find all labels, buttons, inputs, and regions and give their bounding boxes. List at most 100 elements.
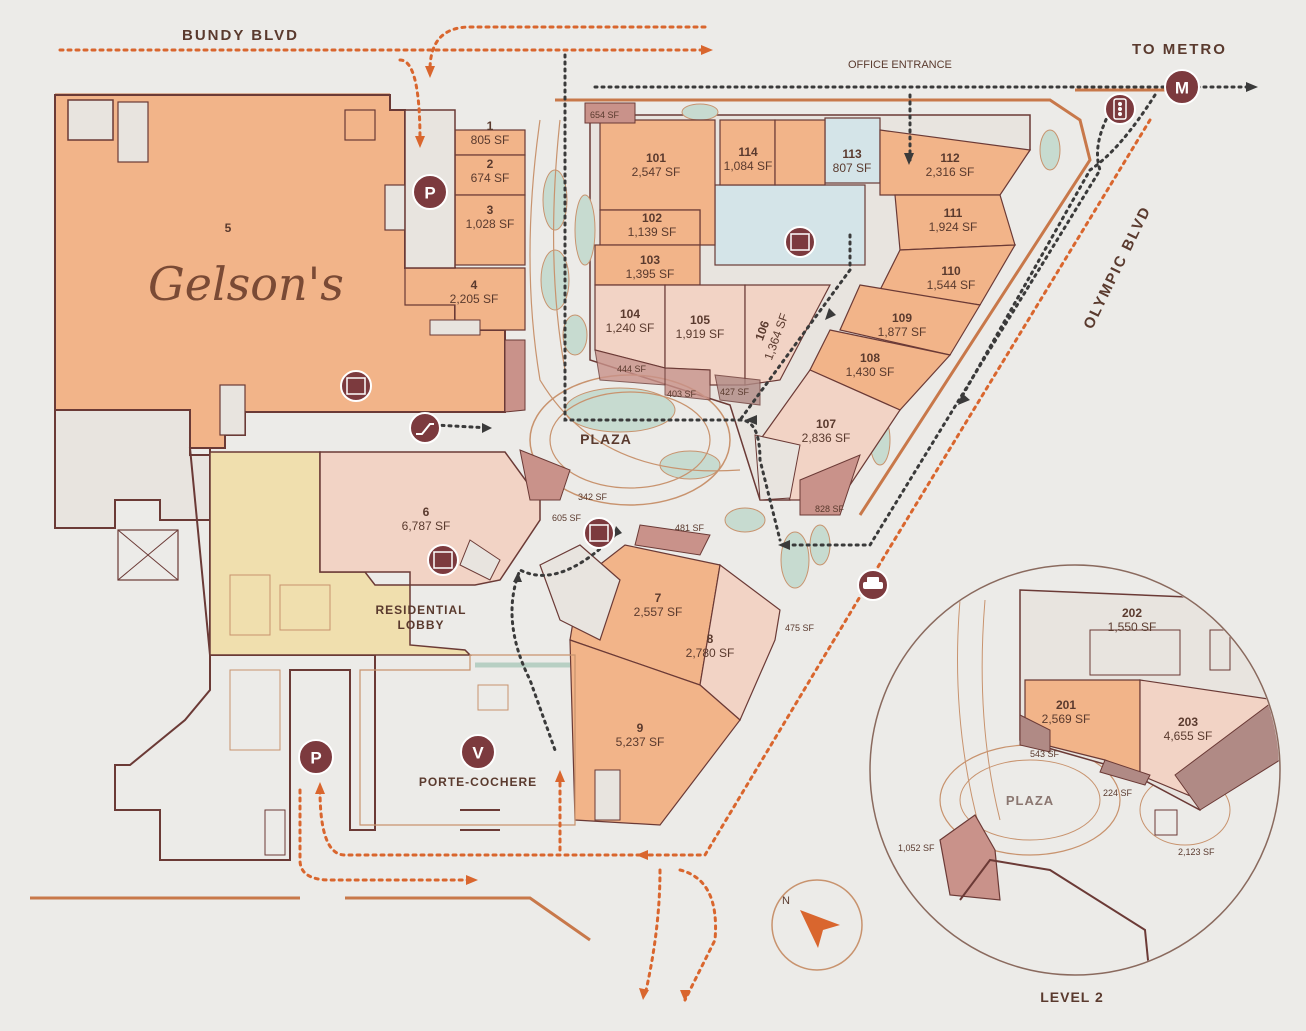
level2-inset <box>869 564 1281 976</box>
unit-4-number: 4 <box>471 278 478 292</box>
parking-marker-south[interactable]: P <box>298 739 334 775</box>
unit-6-number: 6 <box>423 505 430 519</box>
unit-6-sf: 6,787 SF <box>402 519 451 533</box>
unit-107-number: 107 <box>816 417 836 431</box>
unit-7-sf: 2,557 SF <box>634 605 683 619</box>
unit-4-sf: 2,205 SF <box>450 292 499 306</box>
unit-114-number: 114 <box>738 145 758 159</box>
office-entrance-label: OFFICE ENTRANCE <box>848 59 952 71</box>
rideshare-car-icon <box>857 569 889 601</box>
small-space-labels: 654 SF 444 SF 403 SF 427 SF 342 SF 605 S… <box>552 110 845 633</box>
svg-text:V: V <box>472 744 484 763</box>
unit-201-number: 201 <box>1056 698 1076 712</box>
unit-6[interactable] <box>319 451 541 586</box>
unit-203-number: 203 <box>1178 715 1198 729</box>
space-605-label: 605 SF <box>552 513 582 523</box>
space-654-label: 654 SF <box>590 110 620 120</box>
unit-5-number: 5 <box>225 221 232 235</box>
unit-202-sf: 1,550 SF <box>1108 620 1157 634</box>
office-units[interactable] <box>584 102 1032 516</box>
unit-3-sf: 1,028 SF <box>466 217 515 231</box>
parking-marker-north[interactable]: P <box>412 174 448 210</box>
space-543-label: 543 SF <box>1030 749 1060 759</box>
plaza-l2-label: PLAZA <box>1006 793 1054 808</box>
unit-1-number: 1 <box>487 119 494 133</box>
gelsons-logo: Gelson's <box>148 257 344 311</box>
street-to-metro: TO METRO <box>1132 41 1227 58</box>
plaza-label: PLAZA <box>580 431 632 447</box>
unit-8-sf: 2,780 SF <box>686 646 735 660</box>
space-427-label: 427 SF <box>720 387 750 397</box>
escalator-icon <box>409 412 441 444</box>
vehicle-routes <box>58 25 1152 1002</box>
svg-text:M: M <box>1175 79 1189 98</box>
elevator-icon <box>340 370 372 402</box>
north-compass: N <box>771 879 863 971</box>
unit-109-sf: 1,877 SF <box>878 325 927 339</box>
level2-labels: PLAZA 202 1,550 SF 201 2,569 SF 203 4,65… <box>898 606 1215 857</box>
space-2123-label: 2,123 SF <box>1178 847 1215 857</box>
unit-104-sf: 1,240 SF <box>606 321 655 335</box>
street-olympic: OLYMPIC BLVD <box>1080 203 1154 332</box>
unit-106-number: 106 <box>752 319 772 343</box>
unit-111-number: 111 <box>944 206 963 220</box>
level2-label: LEVEL 2 <box>1040 989 1104 1005</box>
unit-109-number: 109 <box>892 311 912 325</box>
unit-1-sf: 805 SF <box>471 133 510 147</box>
unit-108-number: 108 <box>860 351 880 365</box>
unit-8-number: 8 <box>707 632 714 646</box>
unit-101-number: 101 <box>646 151 666 165</box>
unit-112-number: 112 <box>940 151 960 165</box>
space-342-label: 342 SF <box>578 492 608 502</box>
space-224-label: 224 SF <box>1103 788 1133 798</box>
porte-cochere-label: PORTE-COCHERE <box>419 775 537 789</box>
unit-112-sf: 2,316 SF <box>926 165 975 179</box>
space-403-label: 403 SF <box>667 389 697 399</box>
street-bundy: BUNDY BLVD <box>182 27 299 44</box>
unit-2-sf: 674 SF <box>471 171 510 185</box>
space-475-label: 475 SF <box>785 623 815 633</box>
unit-9-sf: 5,237 SF <box>616 735 665 749</box>
north-label: N <box>782 895 790 907</box>
unit-111-sf: 1,924 SF <box>929 220 978 234</box>
space-828-label: 828 SF <box>815 504 845 514</box>
unit-114-sf: 1,084 SF <box>724 159 773 173</box>
unit-110-sf: 1,544 SF <box>927 278 976 292</box>
unit-103-sf: 1,395 SF <box>626 267 675 281</box>
unit-108-sf: 1,430 SF <box>846 365 895 379</box>
unit-202-number: 202 <box>1122 606 1142 620</box>
unit-102-number: 102 <box>642 211 662 225</box>
elevator-icon <box>583 517 615 549</box>
metro-marker[interactable]: M <box>1164 69 1200 105</box>
unit-105-sf: 1,919 SF <box>676 327 725 341</box>
unit-110-number: 110 <box>941 264 961 278</box>
unit-203-sf: 4,655 SF <box>1164 729 1213 743</box>
svg-text:P: P <box>310 749 321 768</box>
space-444-label: 444 SF <box>617 364 647 374</box>
space-481-label: 481 SF <box>675 523 705 533</box>
units-7-8-9[interactable] <box>539 544 781 826</box>
unit-3-number: 3 <box>487 203 494 217</box>
unit-107-sf: 2,836 SF <box>802 431 851 445</box>
pedestrian-routes <box>433 53 1252 752</box>
elevator-icon <box>427 544 459 576</box>
valet-marker[interactable]: V <box>460 734 496 770</box>
unit-103-number: 103 <box>640 253 660 267</box>
elevator-icon <box>784 226 816 258</box>
space-1052-label: 1,052 SF <box>898 843 935 853</box>
plaza-ring <box>529 119 741 506</box>
unit-9-number: 9 <box>637 721 644 735</box>
unit-113-sf: 807 SF <box>833 161 872 175</box>
residential-label: RESIDENTIAL <box>375 603 466 617</box>
lobby-label: LOBBY <box>398 618 445 632</box>
unit-2-number: 2 <box>487 157 494 171</box>
unit-104-number: 104 <box>620 307 640 321</box>
unit-7-number: 7 <box>655 591 662 605</box>
unit-102-sf: 1,139 SF <box>628 225 677 239</box>
unit-5-gelsons[interactable] <box>54 94 506 449</box>
unit-113-number: 113 <box>842 147 862 161</box>
unit-101-sf: 2,547 SF <box>632 165 681 179</box>
unit-201-sf: 2,569 SF <box>1042 712 1091 726</box>
svg-text:P: P <box>424 184 435 203</box>
